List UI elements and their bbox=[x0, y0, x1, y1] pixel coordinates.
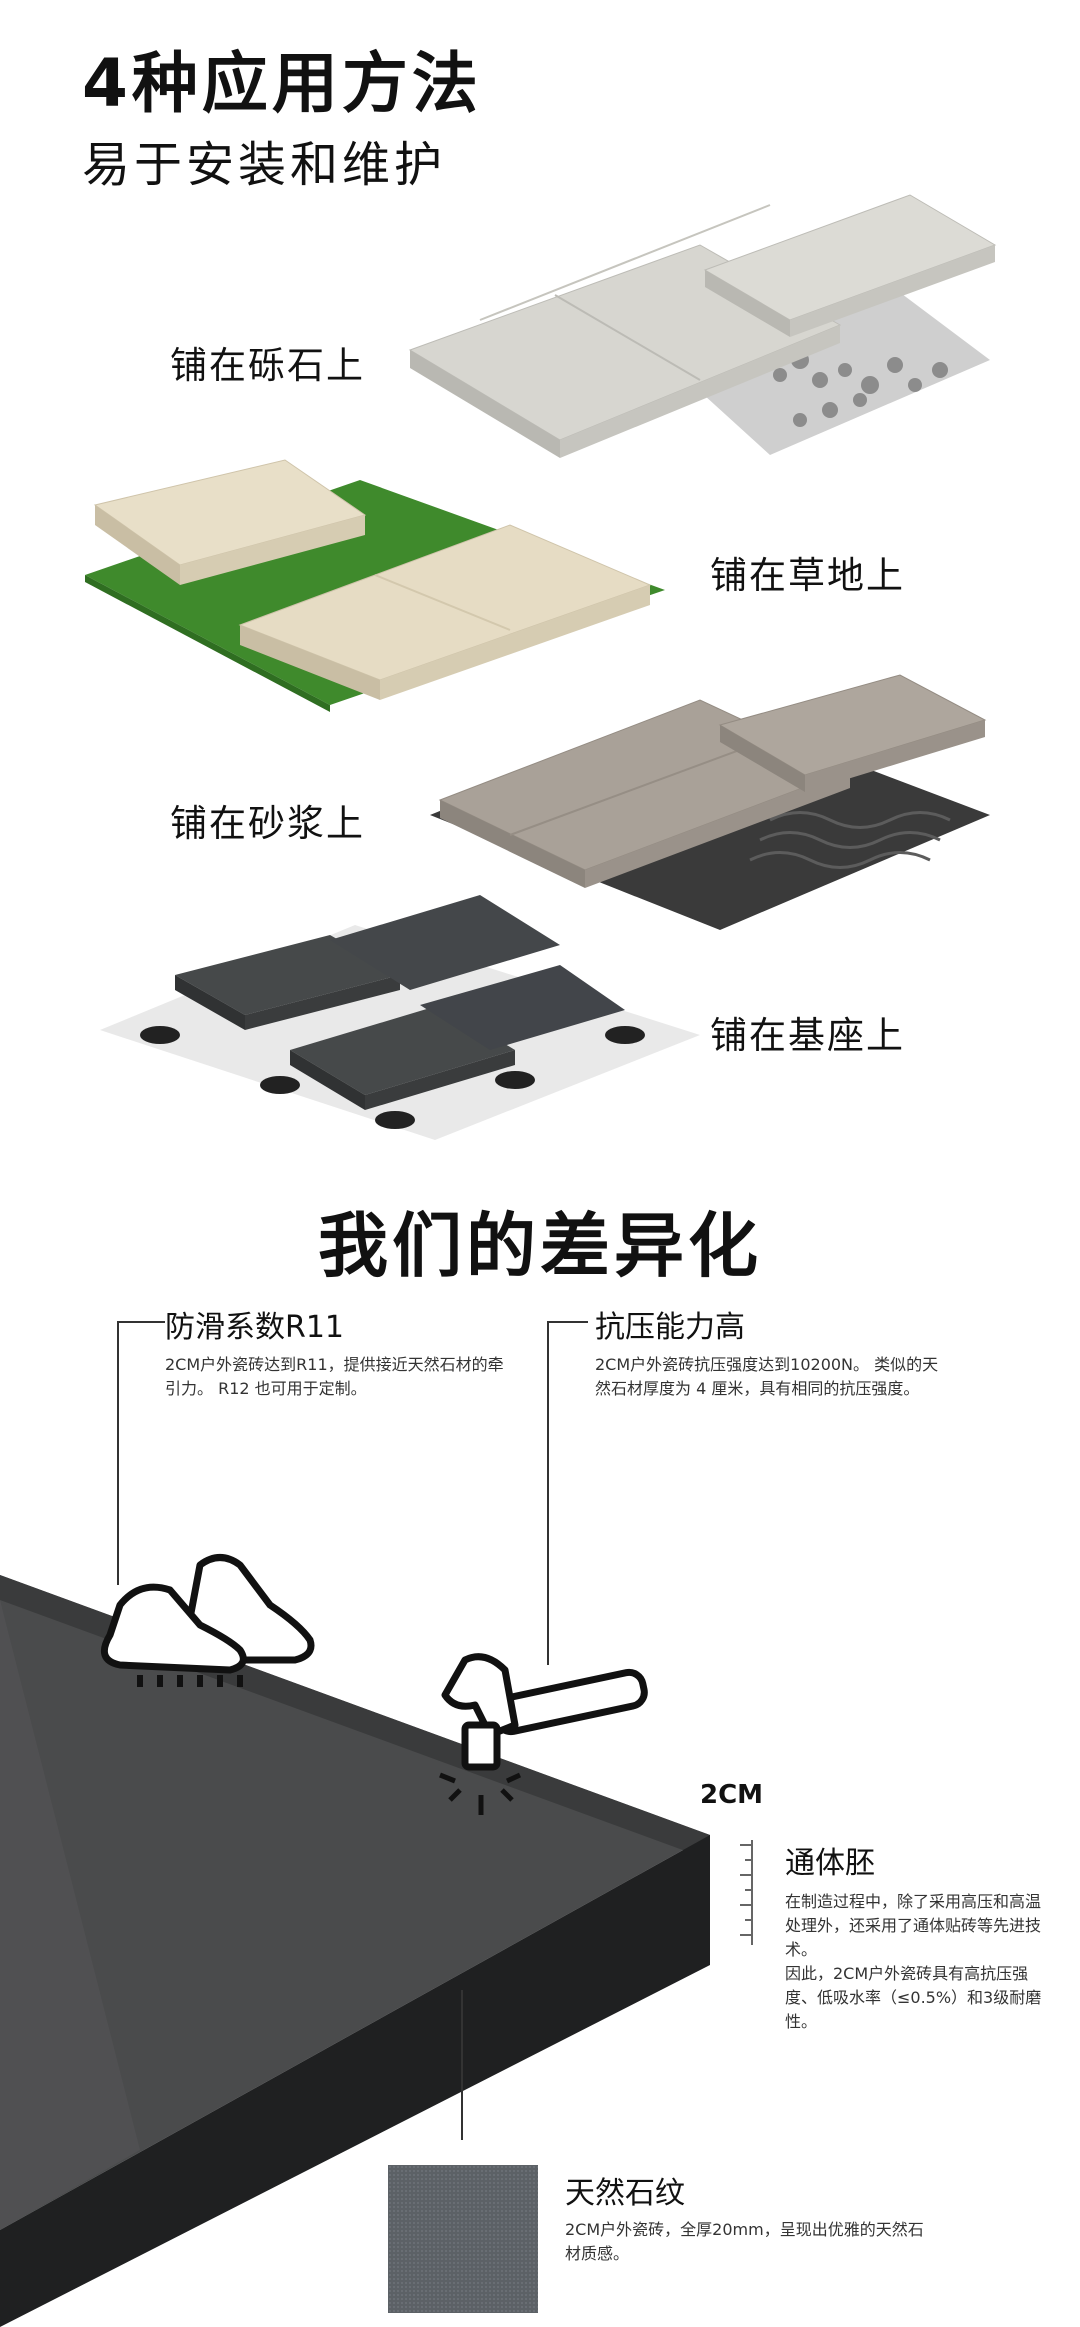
page-subtitle: 易于安装和维护 bbox=[82, 137, 447, 193]
feature-desc-texture: 2CM户外瓷砖，全厚20mm，呈现出优雅的天然石材质感。 bbox=[565, 2220, 924, 2263]
feature-title-body: 通体胚 bbox=[785, 1846, 875, 1881]
feature-desc-slip: 2CM户外瓷砖达到R11，提供接近天然石材的牵引力。 R12 也可用于定制。 bbox=[165, 1355, 504, 1398]
thickness-label: 2CM bbox=[700, 1780, 764, 1810]
section-title: 我们的差异化 bbox=[318, 1205, 762, 1287]
method-label-grass: 铺在草地上 bbox=[710, 554, 905, 597]
method-label-pedestal: 铺在基座上 bbox=[710, 1014, 905, 1057]
page-title: 4种应用方法 bbox=[82, 45, 482, 122]
stone-texture-swatch bbox=[388, 2165, 538, 2313]
feature-title-texture: 天然石纹 bbox=[565, 2176, 685, 2211]
feature-desc-body-2: 因此，2CM户外瓷砖具有高抗压强度、低吸水率（≤0.5%）和3级耐磨性。 bbox=[785, 1964, 1042, 2031]
hammer-icon bbox=[439, 1653, 648, 1815]
feature-title-strength: 抗压能力高 bbox=[595, 1310, 745, 1345]
shoe-icon bbox=[100, 1554, 315, 1687]
feature-title-slip: 防滑系数R11 bbox=[165, 1310, 345, 1345]
feature-desc-strength: 2CM户外瓷砖抗压强度达到10200N。 类似的天然石材厚度为 4 厘米，具有相… bbox=[595, 1355, 939, 1398]
method-label-mortar: 铺在砂浆上 bbox=[170, 802, 365, 845]
method-label-gravel: 铺在砾石上 bbox=[170, 344, 365, 387]
feature-desc-body-1: 在制造过程中，除了采用高压和高温处理外，还采用了通体贴砖等先进技术。 bbox=[785, 1892, 1042, 1959]
